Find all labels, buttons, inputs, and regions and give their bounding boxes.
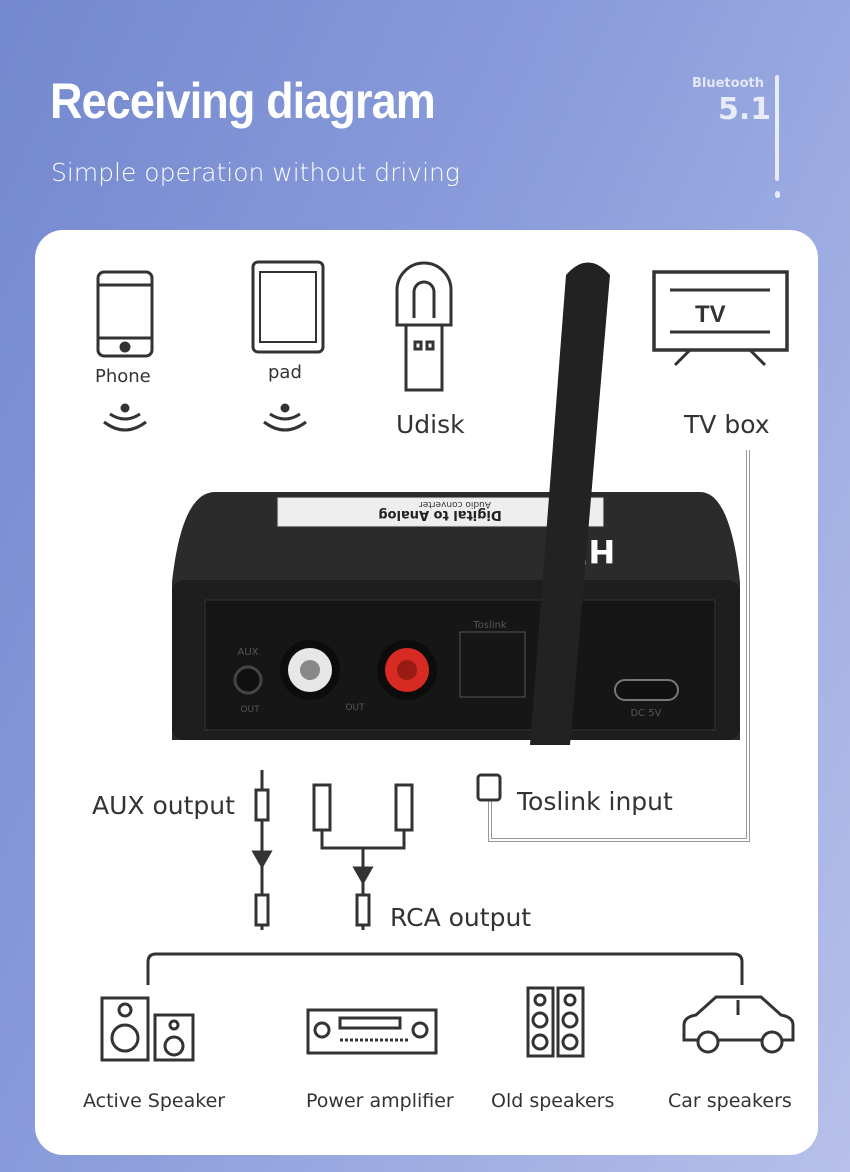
page-subtitle: Simple operation without driving xyxy=(51,158,460,187)
output-label-old-speakers: Old speakers xyxy=(491,1090,615,1112)
svg-text:TV: TV xyxy=(695,301,726,328)
divider-dot xyxy=(775,191,780,198)
usb-drive-icon xyxy=(395,261,453,392)
rca-cable xyxy=(312,783,414,930)
aux-out-label: OUT xyxy=(240,705,260,715)
car-icon xyxy=(682,995,795,1054)
rca-out-label: OUT xyxy=(345,703,365,713)
toslink-plug-icon xyxy=(476,773,502,802)
source-label-tvbox: TV box xyxy=(684,410,770,439)
source-label-udisk: Udisk xyxy=(396,410,465,439)
divider-line xyxy=(775,75,779,181)
amplifier-icon xyxy=(306,1008,438,1055)
phone-icon xyxy=(96,270,154,358)
active-speaker-icon xyxy=(100,996,195,1062)
output-bus xyxy=(146,952,744,985)
aux-port-label: AUX xyxy=(237,647,258,658)
toslink-input-label: Toslink input xyxy=(517,787,673,816)
device-label: Digital to Analog xyxy=(378,507,501,522)
tv-icon: TV xyxy=(652,270,789,367)
output-label-active-speaker: Active Speaker xyxy=(83,1090,226,1112)
source-label-phone: Phone xyxy=(95,366,151,387)
output-label-amplifier: Power amplifier xyxy=(306,1090,454,1112)
output-label-car-speakers: Car speakers xyxy=(668,1090,792,1112)
wireless-icon xyxy=(263,403,307,432)
dc-port-label: DC 5V xyxy=(630,708,661,719)
bluetooth-version: 5.1 xyxy=(718,92,772,127)
dac-device: Audio converter Digital to Analog HiFi A… xyxy=(172,262,740,745)
device-sub-label: Audio converter xyxy=(419,499,491,509)
rca-output-label: RCA output xyxy=(390,903,532,932)
source-label-pad: pad xyxy=(268,362,302,383)
wireless-icon xyxy=(103,403,147,432)
tablet-icon xyxy=(251,260,325,354)
tower-speakers-icon xyxy=(526,986,585,1058)
toslink-port-label: Toslink xyxy=(472,620,507,631)
bluetooth-label: Bluetooth xyxy=(692,76,764,91)
antenna xyxy=(530,262,610,745)
aux-cable xyxy=(251,770,273,930)
page-title: Receiving diagram xyxy=(50,73,436,129)
aux-output-label: AUX output xyxy=(92,791,235,820)
